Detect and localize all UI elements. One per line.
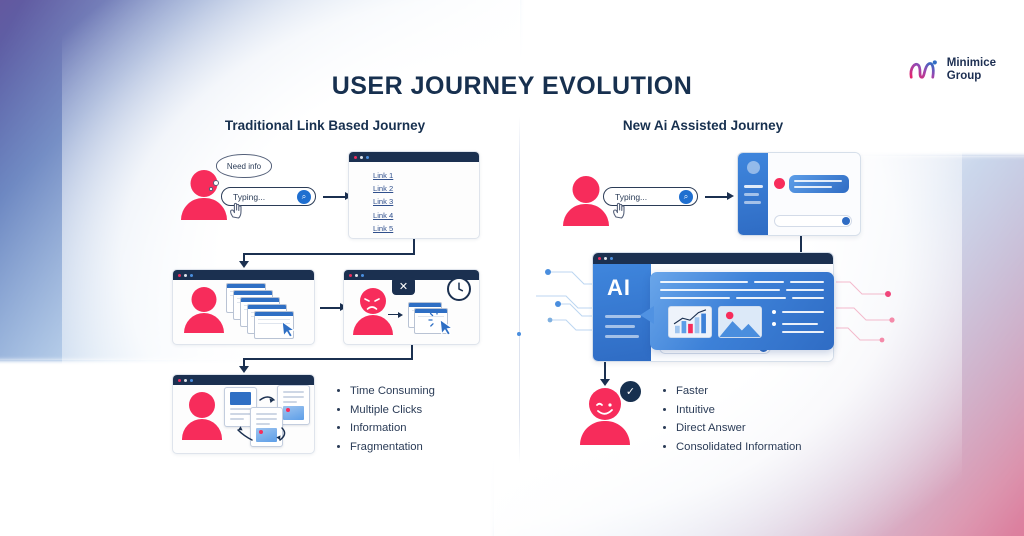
connector-right-2a (800, 236, 802, 258)
list-item: Time Consuming (350, 382, 516, 400)
column-heading-ai: New Ai Assisted Journey (622, 118, 784, 133)
result-link[interactable]: Link 3 (373, 197, 394, 207)
user-avatar-left-step2 (184, 287, 224, 333)
search-icon[interactable]: ⌕ (679, 189, 693, 204)
user-avatar-left-step3 (182, 392, 222, 440)
doc-card-3 (250, 407, 283, 447)
list-item: Consolidated Information (676, 438, 892, 456)
traditional-drawbacks-list: Time Consuming Multiple Clicks Informati… (336, 382, 516, 456)
connector-left-5a (411, 345, 413, 359)
ai-sidebar-item[interactable] (605, 335, 639, 338)
mouse-cursor-icon-left (281, 320, 296, 338)
result-link[interactable]: Link 4 (373, 210, 394, 220)
window-titlebar (173, 375, 314, 385)
fragmentation-arrows (237, 396, 286, 441)
result-link-more: ... (373, 237, 479, 238)
search-icon[interactable]: ⌕ (297, 189, 311, 204)
hand-cursor-icon-right (613, 202, 625, 219)
connector-left-5c (243, 358, 245, 367)
image-thumbnail (718, 306, 762, 338)
doc-card-2 (277, 385, 310, 425)
ai-logo-icon (747, 161, 760, 174)
column-heading-traditional: Traditional Link Based Journey (224, 118, 426, 133)
x-speech-bubble-icon: ✕ (392, 277, 415, 295)
window-titlebar (593, 253, 833, 264)
arrowhead-left-4 (398, 312, 403, 318)
connector-right-3 (604, 362, 606, 380)
chat-user-avatar (774, 178, 785, 189)
brand-logo: Minimice Group (908, 57, 996, 82)
connector-left-4 (388, 314, 399, 316)
connector-left-5b (243, 358, 413, 360)
clock-icon (447, 277, 471, 301)
arrowhead-left-5 (239, 366, 249, 373)
search-input-left[interactable]: Typing... ⌕ (221, 187, 316, 206)
ai-sidebar (593, 264, 651, 361)
chat-input[interactable] (774, 215, 852, 227)
thought-bubble-text: Need info (226, 161, 262, 171)
circuit-decoration-right (836, 281, 895, 343)
list-item: Intuitive (676, 401, 892, 419)
center-divider (519, 116, 520, 464)
list-item: Multiple Clicks (350, 401, 516, 419)
chat-sidebar-item[interactable] (744, 201, 761, 204)
connector-left-2b (243, 253, 415, 255)
search-input-right-value: Typing... (615, 191, 648, 202)
thought-dot-small (209, 187, 213, 191)
search-results-window: Link 1 Link 2 Link 3 Link 4 Link 5 ... (348, 151, 480, 239)
mouse-cursor-icon-click (439, 318, 454, 336)
chart-thumbnail (668, 306, 712, 338)
search-input-left-value: Typing... (233, 191, 266, 202)
ai-sidebar-item[interactable] (605, 325, 635, 328)
window-titlebar (349, 152, 479, 162)
frustrated-face-icon (364, 298, 380, 310)
ai-panel-label: AI (607, 275, 631, 300)
connector-left-3 (320, 307, 340, 309)
user-avatar-left-step1 (181, 170, 227, 220)
chat-send-button[interactable] (842, 217, 850, 225)
hand-cursor-icon-left (230, 202, 242, 219)
user-avatar-frustrated (353, 288, 393, 335)
list-item: Information (350, 419, 516, 437)
chat-sidebar-item[interactable] (744, 193, 759, 196)
click-burst-icon (428, 310, 438, 327)
page-title: USER JOURNEY EVOLUTION (331, 72, 693, 100)
search-results-list: Link 1 Link 2 Link 3 Link 4 Link 5 ... (349, 162, 479, 238)
chat-sidebar-item[interactable] (744, 185, 763, 188)
user-avatar-right-step1 (563, 176, 609, 226)
arrowhead-right-3 (600, 379, 610, 386)
minimice-m-icon (909, 59, 937, 79)
user-avatar-happy (580, 388, 630, 445)
chat-message-bubble (789, 175, 849, 193)
answer-bubble-tail (640, 306, 654, 324)
brand-line-2: Group (946, 69, 982, 82)
divider-dot (517, 332, 521, 336)
ai-answer-bubble (650, 272, 834, 350)
arrowhead-right-1 (727, 192, 734, 200)
connector-left-2c (243, 253, 245, 262)
thought-dot-large (213, 180, 219, 186)
connector-left-2a (413, 239, 415, 254)
brand-line-1: Minimice (946, 57, 996, 69)
window-titlebar (344, 270, 479, 280)
connector-left-1 (323, 196, 345, 198)
connector-right-1 (705, 196, 727, 198)
list-item: Fragmentation (350, 438, 516, 456)
arrowhead-left-2 (239, 261, 249, 268)
thought-bubble: Need info (216, 154, 272, 178)
happy-face-icon (596, 402, 613, 415)
window-titlebar (173, 270, 314, 280)
ai-benefits-list: Faster Intuitive Direct Answer Consolida… (662, 382, 892, 456)
result-link[interactable]: Link 2 (373, 184, 394, 194)
result-link[interactable]: Link 5 (373, 223, 394, 233)
check-icon: ✓ (620, 381, 641, 402)
brand-name: Minimice Group (947, 57, 996, 82)
result-link[interactable]: Link 1 (373, 171, 394, 180)
list-item: Direct Answer (676, 419, 892, 437)
ai-chat-window (737, 152, 861, 236)
list-item: Faster (676, 382, 892, 400)
search-input-right[interactable]: Typing... ⌕ (603, 187, 698, 206)
ai-sidebar-item[interactable] (605, 315, 641, 318)
